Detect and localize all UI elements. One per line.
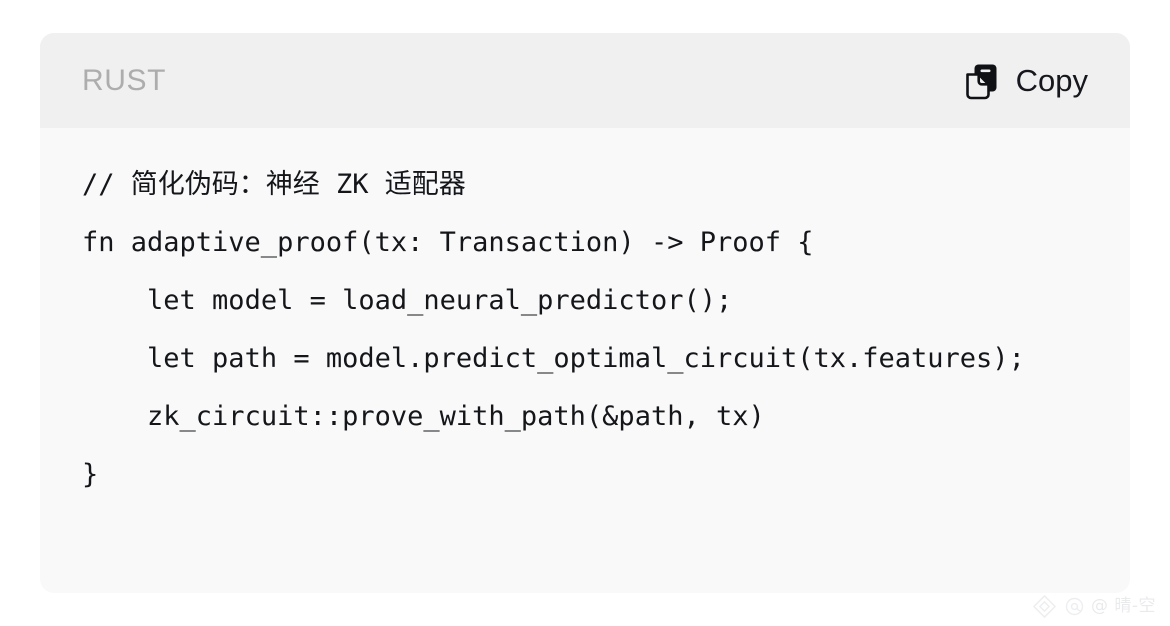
code-content-area: // 简化伪码：神经 ZK 适配器 fn adaptive_proof(tx: … <box>40 128 1130 524</box>
code-block-card: RUST Copy // 简化伪码：神经 ZK 适配器 fn adaptive_… <box>40 33 1130 593</box>
watermark-handle: @ 晴-空 <box>1090 596 1156 616</box>
copy-icon <box>962 61 1002 101</box>
diamond-logo-icon <box>1031 593 1058 620</box>
code-text: // 简化伪码：神经 ZK 适配器 fn adaptive_proof(tx: … <box>82 169 1025 490</box>
code-language-label: RUST <box>82 63 167 97</box>
at-circle-icon <box>1065 597 1084 616</box>
watermark: @ 晴-空 <box>1031 593 1156 620</box>
code-block-header: RUST Copy <box>40 33 1130 128</box>
copy-button-label: Copy <box>1015 63 1088 98</box>
copy-button[interactable]: Copy <box>962 61 1088 101</box>
